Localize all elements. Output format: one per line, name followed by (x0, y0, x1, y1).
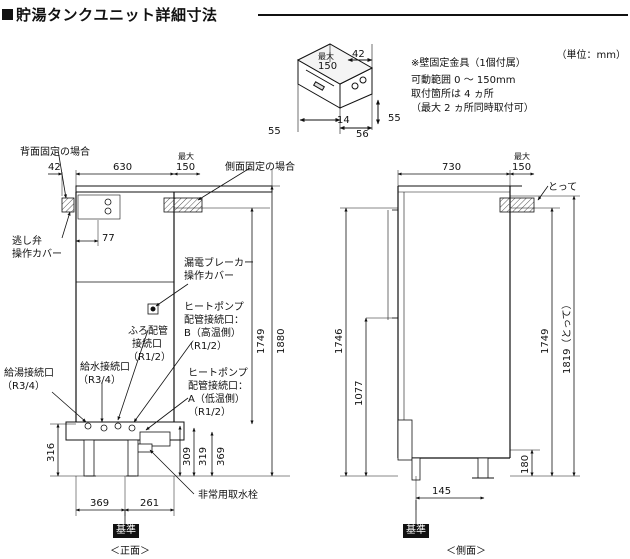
side-dimension-lines (340, 170, 580, 524)
side-fix-label: 側面固定の場合 (225, 160, 295, 173)
rear-fix-label: 背面固定の場合 (20, 145, 90, 158)
bath-pipe-label-3: （R1/2） (128, 351, 171, 363)
bath-pipe-label-1: ふろ配管 (128, 324, 168, 337)
supply-label-1: 給水接続口 (80, 360, 130, 373)
bracket-dim-56: 56 (356, 129, 369, 140)
side-dim-1077: 1077 (354, 381, 365, 406)
handle-label: とって (548, 181, 577, 193)
front-dim-42: 42 (48, 162, 61, 173)
bracket-dim-55-left: 55 (268, 126, 281, 137)
bracket-note-line-2: 可動範囲 0 ～ 150mm (411, 75, 516, 86)
hotwater-label-1: 給湯接続口 (4, 366, 54, 379)
front-dim-369: 369 (90, 498, 109, 509)
side-base-label: 基準 (403, 524, 429, 538)
side-dim-1819: 1819（とって） (561, 299, 573, 374)
hp-a-label-1: ヒートポンプ (188, 367, 248, 379)
bracket-dim-55-right: 55 (388, 113, 401, 124)
title-rule (258, 14, 628, 16)
front-dim-1749: 1749 (256, 329, 267, 354)
hp-b-label-1: ヒートポンプ (184, 301, 244, 313)
front-dimension-lines (48, 149, 290, 524)
side-dim-145: 145 (432, 486, 451, 497)
bracket-dim-14: 14 (337, 115, 350, 126)
breaker-label-2: 操作カバー (184, 269, 234, 282)
hp-a-label-3: A（低温側） (188, 392, 245, 405)
bracket-note-line-1: ※壁固定金具（1個付属） (411, 58, 526, 69)
hp-b-label-3: B（高温側） (184, 326, 241, 339)
breaker-label-1: 漏電ブレーカー (184, 256, 254, 269)
drain-valve-label: 非常用取水栓 (198, 488, 258, 501)
wall-bracket-detail (296, 43, 380, 134)
front-dim-369-vertical: 369 (216, 447, 227, 466)
front-dim-630: 630 (113, 162, 132, 173)
bath-pipe-label-2: 接続口 (132, 337, 162, 350)
unit-label: （単位：mm） (556, 50, 626, 61)
bracket-max-label: 最大 (318, 51, 334, 61)
page-title: 貯湯タンクユニット詳細寸法 (2, 4, 218, 25)
front-base-label: 基準 (113, 524, 139, 538)
front-dim-261: 261 (140, 498, 159, 509)
front-dim-150: 150 (176, 162, 195, 173)
supply-label-2: （R3/4） (78, 374, 121, 386)
front-dim-319: 319 (198, 447, 209, 466)
side-dim-180: 180 (520, 455, 531, 474)
front-view-unit (61, 185, 273, 477)
front-max-label: 最大 (178, 151, 194, 161)
side-dim-1746: 1746 (334, 329, 345, 354)
title-square-icon (2, 9, 13, 20)
bracket-dim-42: 42 (352, 49, 365, 60)
hp-b-label-4: （R1/2） (184, 340, 227, 352)
bracket-note-line-3: 取付箇所は 4 ヵ所 (411, 89, 494, 100)
side-view-unit (387, 185, 535, 481)
hotwater-label-2: （R3/4） (2, 380, 45, 392)
side-view-label: ＜側面＞ (446, 546, 486, 557)
relief-cover-label-1: 逃し弁 (12, 234, 42, 247)
side-max-label: 最大 (514, 151, 530, 161)
side-dim-730: 730 (442, 162, 461, 173)
front-dim-1880: 1880 (276, 329, 287, 354)
front-view-label: ＜正面＞ (110, 546, 150, 557)
bracket-dim-150: 150 (318, 61, 337, 72)
relief-cover-label-2: 操作カバー (12, 247, 62, 260)
bracket-note-line-4: （最大 2 ヵ所同時取付可） (411, 103, 534, 114)
hp-a-label-4: （R1/2） (188, 406, 231, 418)
side-dim-1749: 1749 (540, 329, 551, 354)
front-dim-309: 309 (182, 447, 193, 466)
title-text: 貯湯タンクユニット詳細寸法 (16, 6, 218, 24)
side-dim-150: 150 (512, 162, 531, 173)
hp-b-label-2: 配管接続口： (184, 313, 244, 326)
front-dim-316: 316 (46, 443, 57, 462)
hp-a-label-2: 配管接続口： (188, 379, 248, 392)
front-dim-77: 77 (102, 233, 115, 244)
